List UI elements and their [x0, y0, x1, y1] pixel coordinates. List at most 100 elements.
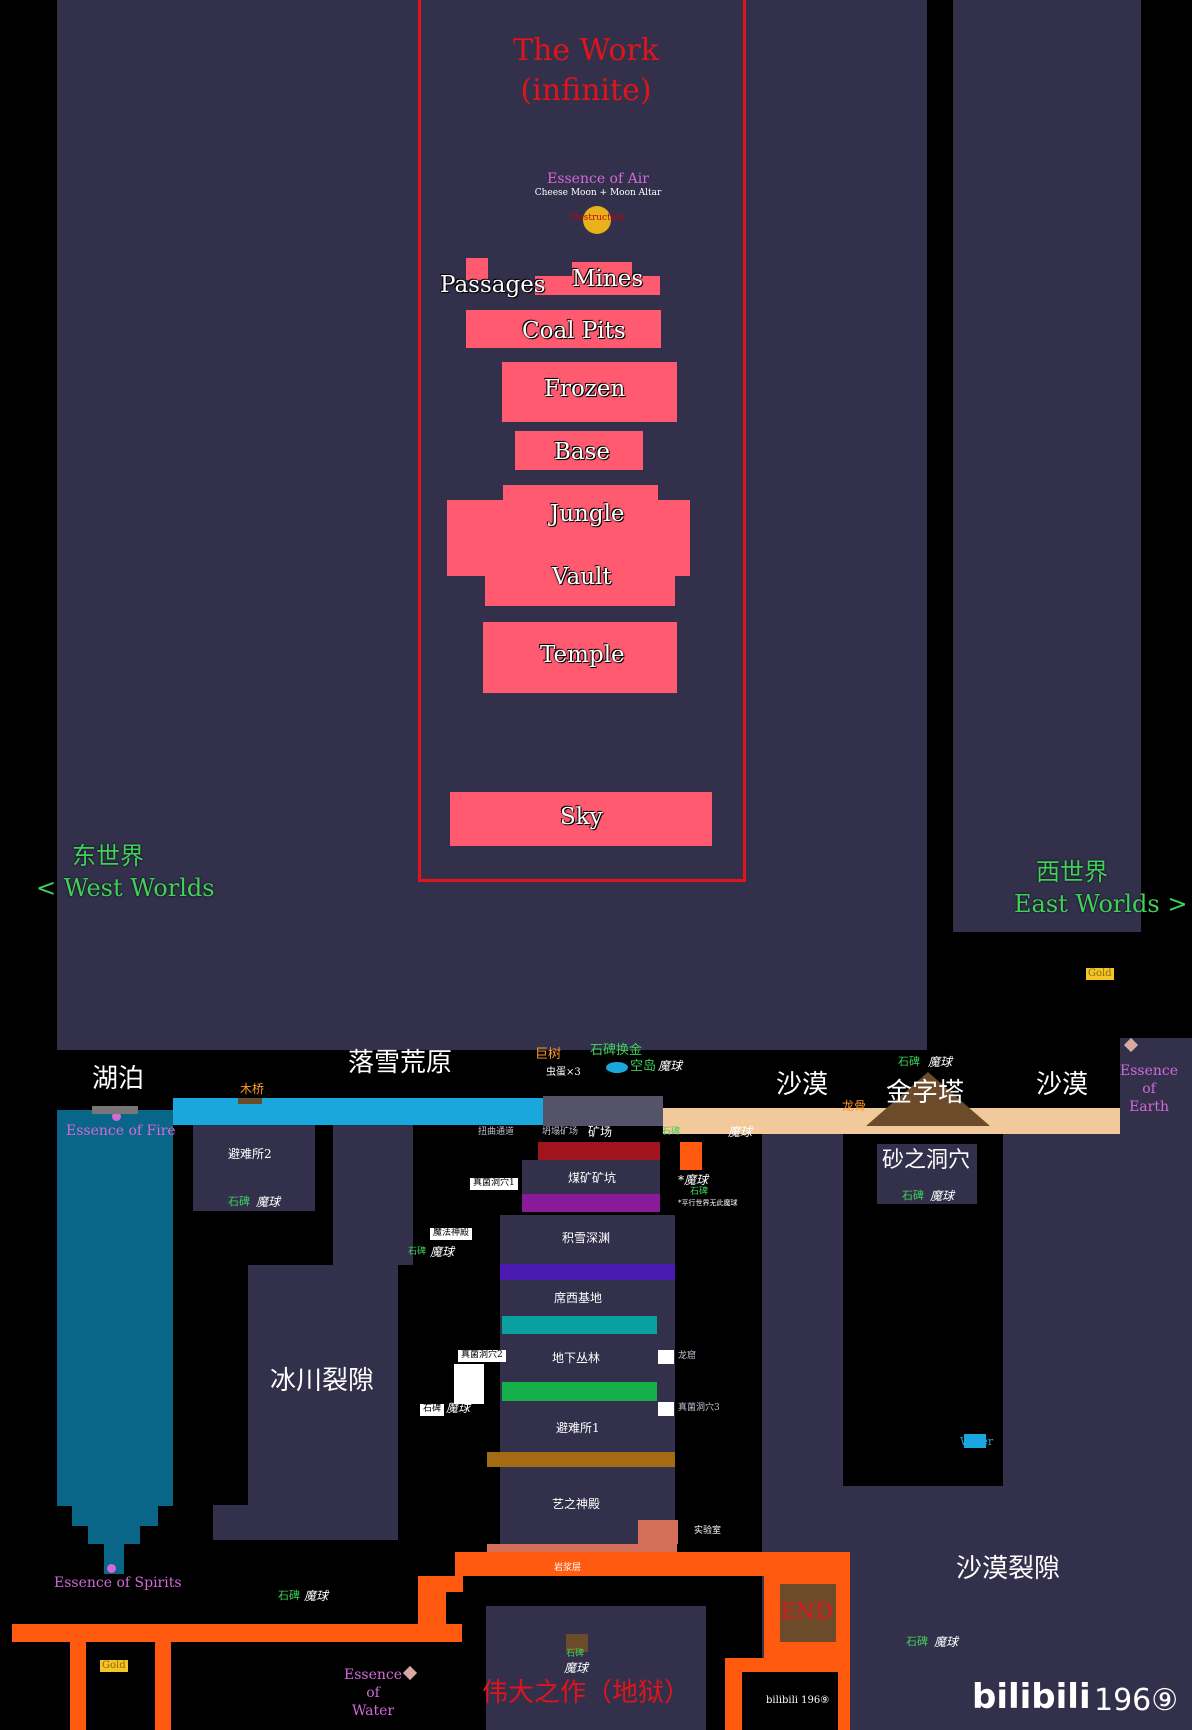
east-notch-void [1050, 932, 1192, 1038]
east-void-strip [927, 0, 953, 948]
bilibili-number: 196⑨ [1094, 1683, 1179, 1718]
zone-sky: Sky [560, 804, 603, 830]
lab-block [638, 1520, 678, 1544]
water-marker [964, 1434, 986, 1448]
band-purple [500, 1264, 675, 1280]
mine-entrance [543, 1096, 663, 1126]
dragon-den-box [658, 1350, 674, 1364]
zone-frozen: Frozen [544, 376, 626, 402]
shelter2-orb: 魔球 [256, 1195, 281, 1209]
mushroom2-tag: 真菌洞穴2 [458, 1350, 506, 1362]
mines-block [535, 276, 660, 295]
mushroom1-tag: 真菌洞穴1 [470, 1178, 518, 1190]
bridge-label: 木桥 [240, 1082, 265, 1096]
destruction-label: Destruction [571, 213, 625, 223]
east-worlds-cn: 西世界 [1036, 858, 1108, 886]
mine-stele: 石碑 [662, 1127, 681, 1137]
base-block [515, 431, 643, 470]
magic-temple-stele: 石碑 [408, 1247, 427, 1257]
mushroom2-white-block [454, 1364, 484, 1404]
zone-base: Base [554, 439, 611, 465]
passages-block-a [466, 258, 488, 280]
desert-rift-label: 沙漠裂隙 [956, 1554, 1061, 1584]
band-teal [502, 1316, 657, 1334]
mine-label: 矿场 [588, 1125, 613, 1139]
hell-stele: 石碑 [566, 1649, 585, 1659]
band-brown [487, 1452, 675, 1467]
end-label: END [780, 1600, 833, 1625]
parallel-note: *平行世界无此魔球 [678, 1199, 738, 1207]
desert-left-label: 沙漠 [776, 1070, 829, 1100]
frozen-block [502, 362, 677, 422]
essence-fire-dot [112, 1112, 121, 1121]
shelter2-label: 避难所2 [228, 1147, 272, 1161]
art-temple-label: 艺之神殿 [552, 1497, 601, 1511]
shelter1-label: 避难所1 [556, 1421, 600, 1435]
work-title: The Work [512, 33, 659, 68]
pyramid-orb: 魔球 [928, 1055, 953, 1069]
magic-temple-orb: 魔球 [430, 1245, 455, 1259]
west-worlds-cn: 东世界 [72, 842, 144, 870]
essence-water-label: Essence of Water [344, 1667, 403, 1720]
orb-star-label: *魔球 [678, 1173, 709, 1187]
sky-island-icon [606, 1062, 628, 1073]
sand-cave-stele: 石碑 [902, 1189, 924, 1202]
ice-surface [173, 1098, 543, 1125]
bilibili-small-label: bilibili 196⑨ [766, 1695, 830, 1706]
zone-jungle: Jungle [550, 501, 625, 527]
desert-rift-stele: 石碑 [906, 1635, 928, 1648]
zone-mines: Mines [572, 266, 644, 292]
lava-long-run [12, 1624, 462, 1642]
lake-water-step1 [72, 1506, 158, 1526]
west-void-strip [0, 0, 57, 1110]
dragon-bone-label: 龙骨 [842, 1099, 867, 1113]
great-work-hell-label: 伟大之作（地狱） [482, 1678, 691, 1708]
zone-temple: Temple [540, 642, 625, 668]
band-coal-rock [522, 1160, 660, 1194]
orange-marker [680, 1142, 702, 1170]
lake-water-step2 [88, 1526, 140, 1544]
bugs-label: 虫蛋×3 [546, 1067, 581, 1078]
lake-water [57, 1110, 173, 1506]
shelter2-stele: 石碑 [228, 1195, 250, 1208]
right-bottom-room [742, 1672, 838, 1730]
mushroom3-box [658, 1402, 674, 1416]
glacier-rift-orb: 魔球 [304, 1589, 329, 1603]
mine-orb: 魔球 [728, 1125, 753, 1139]
coalpits-block [466, 310, 661, 348]
wooden-bridge [238, 1098, 262, 1104]
moon-icon [583, 206, 611, 234]
coal-pit-label: 煤矿矿坑 [568, 1171, 617, 1185]
bilibili-logo: bilibili [972, 1677, 1091, 1717]
band-red [538, 1142, 660, 1160]
desert-right-label: 沙漠 [1036, 1070, 1089, 1100]
sky-island-orb: 魔球 [658, 1059, 683, 1073]
lab-label: 实验室 [692, 1526, 724, 1537]
east-lower-rock [1120, 1038, 1192, 1730]
lava-left-drop-a [70, 1642, 86, 1730]
pyramid [866, 1072, 990, 1126]
band-green [502, 1382, 657, 1401]
east-upper-rock [953, 0, 1141, 932]
mushroom3-label: 真菌洞穴3 [678, 1403, 720, 1413]
stele-orb-tag: 石碑 [420, 1404, 445, 1416]
dragon-den-label: 龙窟 [678, 1351, 697, 1361]
glacier-rift-label: 冰川裂隙 [270, 1366, 375, 1396]
jungle-block-top [503, 485, 658, 501]
sand-cave-room [877, 1144, 977, 1204]
lava-left-drop-b [155, 1642, 171, 1730]
hell-orb: 魔球 [564, 1661, 589, 1675]
stele-swap-label: 石碑换金 [590, 1043, 643, 1058]
essence-air-label: Essence of Air [547, 171, 649, 187]
essence-spirits-label: Essence of Spirits [54, 1575, 182, 1591]
water-label: Water [960, 1435, 994, 1448]
hell-stele-box [566, 1634, 588, 1652]
west-worlds-link[interactable]: < West Worlds [36, 874, 215, 902]
pyramid-stele: 石碑 [898, 1055, 920, 1068]
east-worlds-link[interactable]: East Worlds > [1014, 890, 1188, 918]
glacier-rift-stele: 石碑 [278, 1589, 300, 1602]
lava-left-step [418, 1576, 463, 1592]
essence-earth-label: Essence of Earth [1120, 1063, 1179, 1116]
lava-top-run [455, 1552, 850, 1576]
snowy-wastes-label: 落雪荒原 [348, 1048, 453, 1078]
